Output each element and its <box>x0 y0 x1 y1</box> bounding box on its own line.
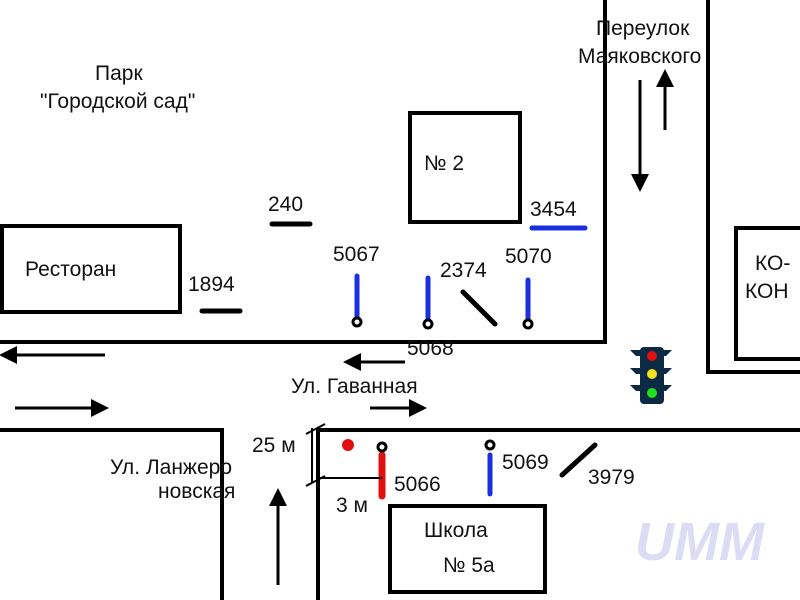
pole-icon <box>376 441 388 453</box>
restaurant-building <box>0 224 182 314</box>
lane-label-name: Маяковского <box>578 45 701 68</box>
incident-point-icon <box>342 439 354 451</box>
street-gavannaya-label: Ул. Гаванная <box>291 375 418 398</box>
sign-240-label: 240 <box>268 193 303 216</box>
pole-icon <box>351 316 363 328</box>
kokon-label: КО- <box>755 252 790 275</box>
watermark-logo: UMM <box>635 512 765 572</box>
dimension-lines <box>305 423 382 487</box>
sign-3979-label: 3979 <box>588 466 635 489</box>
traffic-light-icon <box>630 347 672 404</box>
sign-5067-label: 5067 <box>333 243 380 266</box>
building-2-label: № 2 <box>424 152 464 175</box>
kokon-label-2: КОН <box>745 280 789 303</box>
lane-label: Переулок <box>596 17 690 40</box>
sign-3454-label: 3454 <box>530 198 577 221</box>
sign-poles <box>351 316 534 453</box>
traffic-direction-arrows <box>0 69 674 585</box>
sign-5070-label: 5070 <box>505 245 552 268</box>
sign-5068-label: 5068 <box>407 337 454 360</box>
school-label: Школа <box>424 519 488 542</box>
sign-1894-label: 1894 <box>188 273 235 296</box>
pole-icon <box>522 318 534 330</box>
park-label: Парк <box>95 62 143 85</box>
dimension-3m-label: 3 м <box>336 494 368 517</box>
dimension-25m-label: 25 м <box>252 434 296 457</box>
sign-2374-mark <box>460 289 498 327</box>
sign-5066-label: 5066 <box>394 473 441 496</box>
traffic-signs <box>199 221 598 500</box>
sign-3979-mark <box>559 442 598 478</box>
school-building <box>388 504 547 594</box>
sign-5069-label: 5069 <box>502 451 549 474</box>
pole-icon <box>484 439 496 451</box>
school-number-label: № 5а <box>443 554 495 577</box>
pole-icon <box>422 318 434 330</box>
street-lanzh-label-2: новская <box>158 480 235 503</box>
restaurant-label: Ресторан <box>25 258 116 281</box>
building-2 <box>408 111 522 224</box>
sign-2374-label: 2374 <box>440 259 487 282</box>
kokon-building <box>734 226 800 361</box>
street-lanzh-label: Ул. Ланжеро <box>110 456 232 479</box>
park-label-name: "Городской сад" <box>40 90 195 113</box>
